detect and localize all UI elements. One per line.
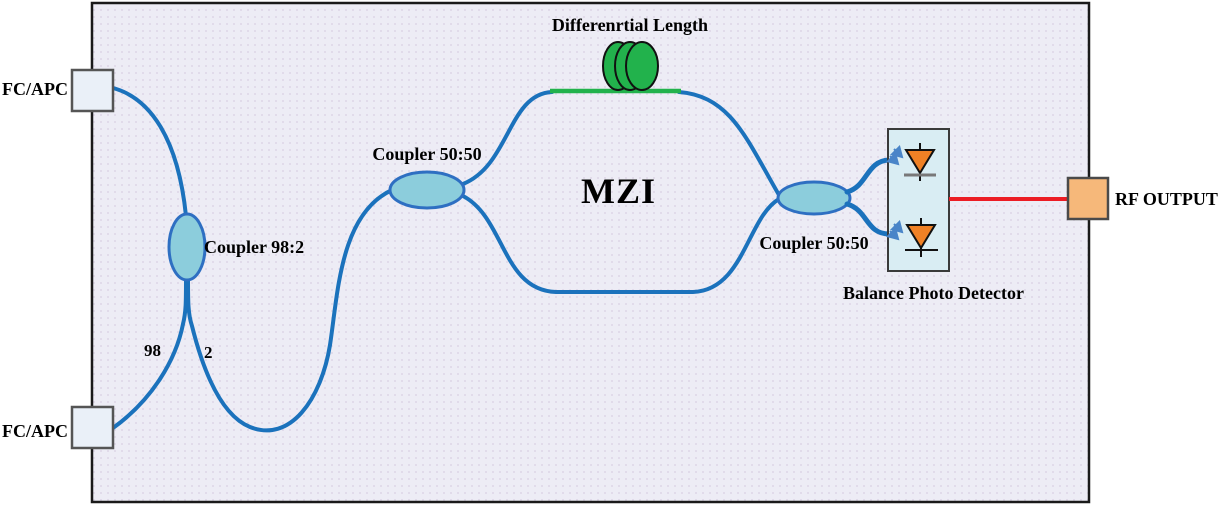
coupler-98-2-icon (167, 212, 207, 282)
fiber-paths (111, 86, 781, 433)
fiber-branch-98 (111, 276, 188, 430)
fc-apc-top-label: FC/APC (2, 79, 68, 99)
detector-pigtails (844, 157, 892, 237)
coupler-50-50-output-icon (776, 180, 852, 216)
fiber-detector-top (844, 157, 892, 195)
coupler-50-50-input-label: Coupler 50:50 (372, 144, 482, 164)
rf-output-label: RF OUTPUT (1115, 189, 1218, 209)
port-98-label: 98 (144, 341, 161, 360)
coupler-98-2-label: Coupler 98:2 (204, 237, 305, 257)
coupler-50-50-output-label: Coupler 50:50 (759, 233, 869, 253)
rf-connector-icon (1066, 176, 1110, 221)
fiber-branch-2 (186, 188, 394, 433)
balance-photo-detector-label: Balance Photo Detector (843, 283, 1024, 303)
fiber-mzi-top-left (461, 90, 554, 186)
photodiode-bottom-icon (885, 218, 938, 257)
photodiode-top-icon (885, 143, 936, 181)
differential-length-label: Differenrtial Length (551, 15, 709, 35)
fiber-mzi-bottom (461, 194, 781, 294)
mzi-label: MZI (581, 171, 656, 211)
fc-apc-connector-top-icon (70, 68, 115, 113)
fiber-coil-icon (602, 41, 659, 91)
port-2-label: 2 (204, 343, 213, 362)
fiber-detector-bottom (844, 201, 892, 237)
coupler-50-50-input-icon (388, 170, 466, 210)
fiber-input-top (111, 86, 188, 218)
fiber-mzi-top-right (677, 90, 781, 197)
fc-apc-connector-bottom-icon (70, 405, 115, 450)
coil-loop (625, 41, 659, 91)
fc-apc-bottom-label: FC/APC (2, 421, 68, 441)
